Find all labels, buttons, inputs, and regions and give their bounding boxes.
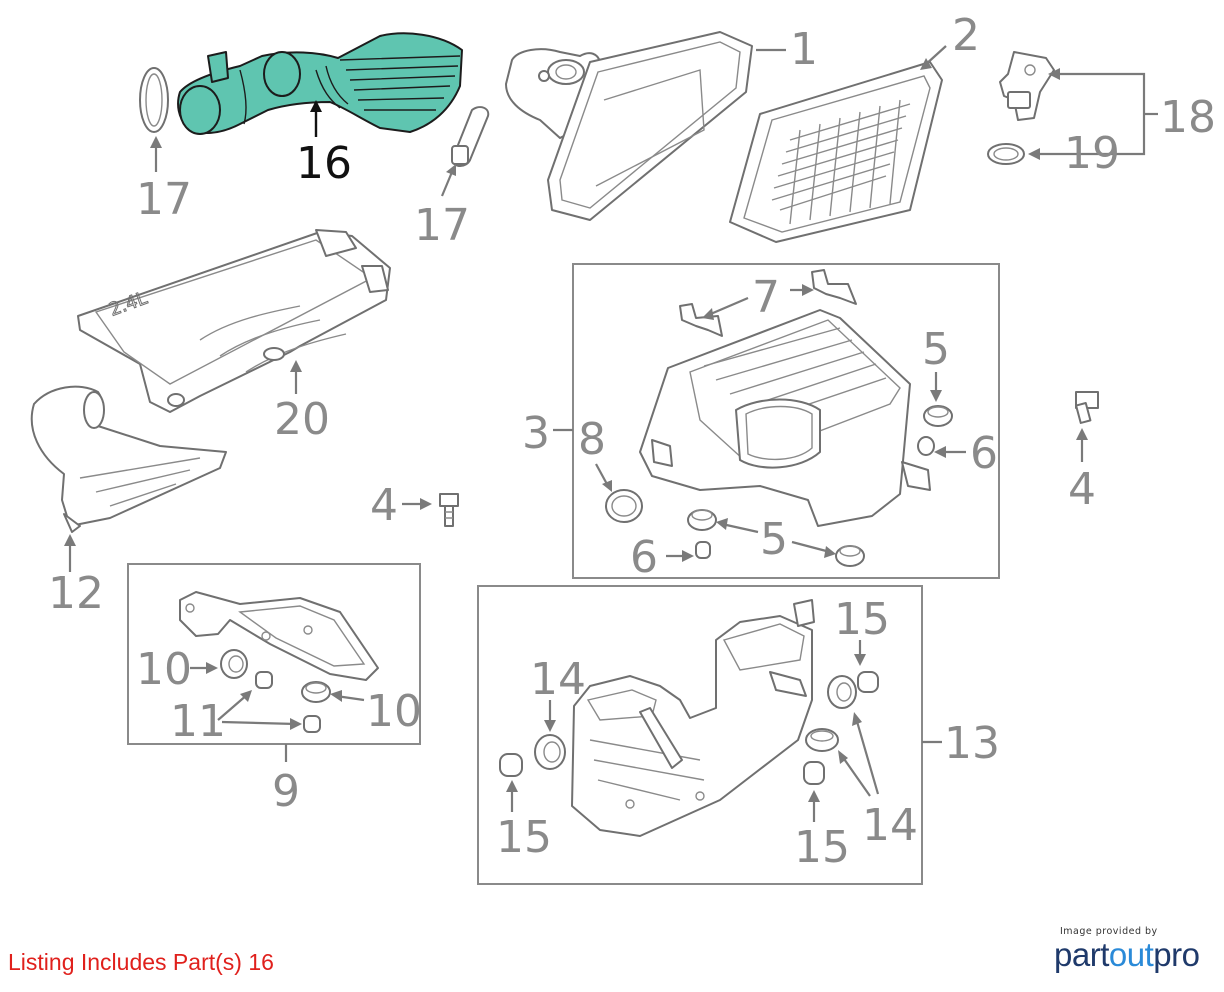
label-18: 18: [1160, 92, 1216, 143]
part-5-mount-lower-left[interactable]: [687, 509, 717, 531]
label-15-left: 15: [496, 812, 552, 863]
part-7-clip-left[interactable]: [679, 303, 723, 337]
label-9: 9: [272, 766, 300, 817]
part-15-collar-upper-right[interactable]: [857, 671, 879, 693]
label-10-left: 10: [136, 644, 192, 695]
part-14-grommet-left[interactable]: [534, 734, 566, 770]
label-11: 11: [170, 696, 226, 747]
part-4-bolt-center[interactable]: [439, 493, 459, 527]
part-11-collar-lower[interactable]: [303, 715, 321, 733]
part-15-collar-left[interactable]: [499, 753, 523, 777]
label-5-lower: 5: [760, 514, 788, 565]
part-16-intake-duct[interactable]: [177, 32, 463, 135]
provider-credit: Image provided by partoutpro: [1054, 926, 1204, 973]
label-17-right: 17: [414, 200, 470, 251]
part-12-air-duct[interactable]: [30, 385, 227, 533]
label-14-lower: 14: [862, 800, 918, 851]
label-10-right: 10: [366, 686, 422, 737]
logo-part: part: [1054, 936, 1109, 973]
provider-caption: Image provided by: [1060, 926, 1158, 937]
label-13: 13: [944, 718, 1000, 769]
partoutpro-logo[interactable]: partoutpro: [1054, 937, 1204, 973]
arrow-16: [310, 100, 322, 112]
label-6-lower: 6: [630, 532, 658, 583]
label-4-center: 4: [370, 480, 398, 531]
label-17-left: 17: [136, 174, 192, 225]
part-6-bushing-lower[interactable]: [695, 541, 711, 559]
part-14-grommet-right-upper[interactable]: [827, 675, 857, 709]
part-10-insulator-right[interactable]: [301, 681, 331, 703]
part-14-grommet-right-lower[interactable]: [805, 728, 839, 752]
label-3: 3: [522, 408, 550, 459]
label-4-right: 4: [1068, 464, 1096, 515]
part-18-air-flow-sensor[interactable]: [999, 51, 1055, 121]
part-10-insulator-left[interactable]: [220, 649, 248, 679]
part-8-grommet[interactable]: [605, 489, 643, 523]
part-6-bushing-upper[interactable]: [917, 436, 935, 456]
logo-out: out: [1108, 936, 1154, 973]
label-5-upper: 5: [922, 324, 950, 375]
label-2: 2: [952, 10, 980, 61]
part-15-collar-lower-right[interactable]: [803, 761, 825, 785]
part-1-air-cleaner-upper[interactable]: [505, 31, 753, 221]
label-14-upper: 14: [530, 654, 586, 705]
listing-includes-text: Listing Includes Part(s) 16: [8, 949, 274, 975]
part-19-o-ring[interactable]: [987, 143, 1025, 165]
part-11-collar-upper[interactable]: [255, 671, 273, 689]
label-16: 16: [296, 138, 352, 189]
part-17-clamp-right[interactable]: [451, 106, 490, 167]
part-20-engine-cover[interactable]: 2.4L: [77, 229, 391, 413]
part-13-resonator[interactable]: [571, 599, 815, 837]
part-4-bolt-right[interactable]: [1075, 391, 1099, 424]
label-20: 20: [274, 394, 330, 445]
label-12: 12: [48, 568, 104, 619]
label-15-lower: 15: [794, 822, 850, 873]
label-8: 8: [578, 414, 606, 465]
label-15-upper: 15: [834, 594, 890, 645]
part-17-clamp-left[interactable]: [139, 67, 169, 133]
group-box-3: [572, 263, 1000, 579]
logo-pro: pro: [1153, 936, 1200, 973]
label-6-upper: 6: [970, 428, 998, 479]
part-3-air-cleaner-lower[interactable]: [639, 309, 931, 527]
part-5-mount-upper[interactable]: [923, 405, 953, 427]
part-5-mount-lower-right[interactable]: [835, 545, 865, 567]
label-19: 19: [1064, 128, 1120, 179]
group-box-13: [477, 585, 923, 885]
group-box-9: [127, 563, 421, 745]
part-7-clip-right[interactable]: [811, 269, 857, 305]
part-2-air-filter[interactable]: [729, 61, 943, 243]
part-9-bracket[interactable]: [179, 591, 379, 681]
label-1: 1: [790, 24, 818, 75]
label-7: 7: [752, 272, 780, 323]
